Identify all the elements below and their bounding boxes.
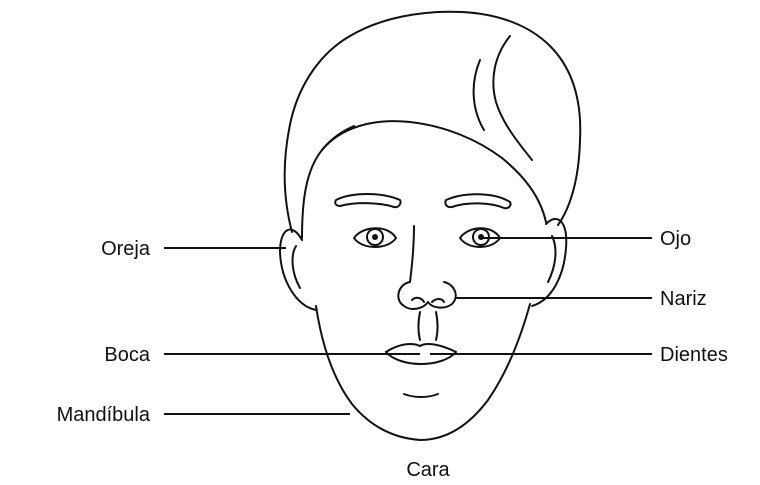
diagram-caption: Cara [406, 459, 450, 481]
pupil-left [372, 234, 378, 240]
label-teeth: Dientes [660, 344, 728, 366]
hair-sweep [302, 121, 546, 238]
hair-strand [493, 36, 532, 160]
label-mouth: Boca [104, 344, 150, 366]
eyebrow-left [335, 194, 400, 207]
face-contour [316, 304, 530, 440]
label-jaw: Mandíbula [57, 404, 151, 426]
label-eye: Ojo [660, 228, 691, 250]
hair [285, 12, 581, 232]
label-ear: Oreja [101, 238, 151, 260]
nostril-right [432, 299, 444, 302]
hair-strand [474, 60, 484, 130]
nose-bridge [410, 226, 414, 282]
ear-right [532, 219, 566, 306]
label-nose: Nariz [660, 288, 707, 310]
philtrum [419, 312, 438, 340]
chin-line [404, 394, 438, 397]
face-drawing [280, 12, 580, 440]
ear-left-inner [293, 246, 300, 288]
upper-lip [386, 344, 456, 352]
ear-right-inner [548, 236, 555, 282]
nostril-left [412, 298, 424, 302]
nose-tip [398, 282, 455, 309]
eyebrow-right [445, 194, 510, 208]
ear-left [280, 230, 316, 310]
